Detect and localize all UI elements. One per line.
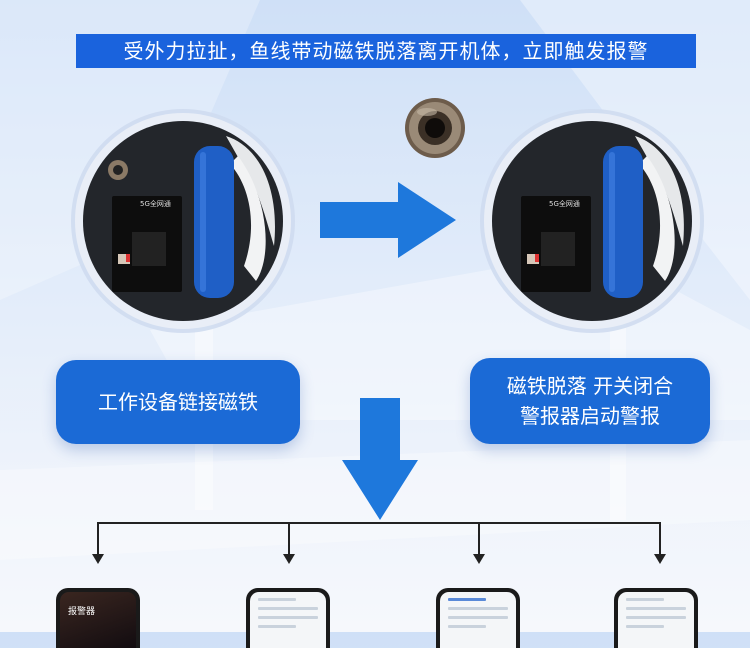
- phone-4: [614, 588, 698, 648]
- label-left: 工作设备链接磁铁: [56, 360, 300, 444]
- phone-3-screen: [440, 592, 516, 648]
- label-right-line1: 磁铁脱落 开关闭合: [506, 374, 674, 398]
- label-right-line2: 警报器启动警报: [520, 404, 660, 428]
- phone-2-screen: [250, 592, 326, 648]
- label-right: 磁铁脱落 开关闭合 警报器启动警报: [470, 358, 710, 444]
- phone-1-title: 报警器: [68, 607, 96, 617]
- tree-branch-2: [288, 522, 290, 556]
- tree-branch-1: [97, 522, 99, 556]
- right-arrow-icon: [320, 182, 456, 258]
- banner-caption: 受外力拉扯，鱼线带动磁铁脱落离开机体，立即触发报警: [76, 34, 696, 68]
- phone-1-screen: 报警器: [60, 592, 136, 648]
- down-arrow-icon: [342, 398, 418, 520]
- device-left: 5G全网通: [71, 109, 295, 333]
- tree-horizontal: [98, 522, 660, 524]
- phone-3: [436, 588, 520, 648]
- device-right: 5G全网通: [480, 109, 704, 333]
- tree-branch-3: [478, 522, 480, 556]
- magnet-ring-icon: [405, 98, 465, 158]
- phone-1: 报警器: [56, 588, 140, 648]
- phone-2: [246, 588, 330, 648]
- phone-4-screen: [618, 592, 694, 648]
- module-label-left: 5G全网通: [140, 199, 171, 208]
- module-label-right: 5G全网通: [549, 199, 580, 208]
- tree-arrowheads: [92, 554, 666, 564]
- tree-branch-4: [659, 522, 661, 556]
- label-left-text: 工作设备链接磁铁: [98, 390, 258, 414]
